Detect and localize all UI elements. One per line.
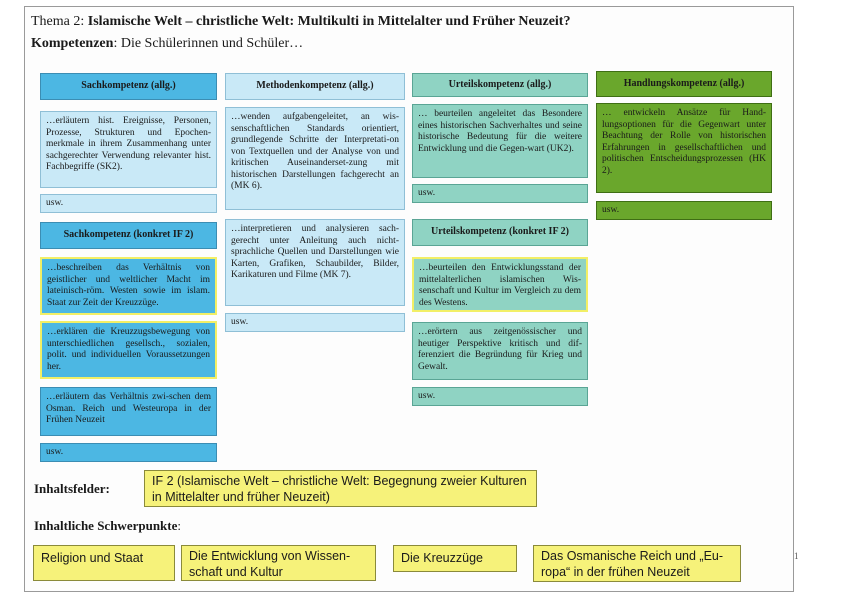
schwerpunkte-colon: : (177, 518, 182, 533)
sachkompetenz-allg-header: Sachkompetenz (allg.) (40, 73, 217, 100)
kompetenzen-label: Kompetenzen (31, 36, 114, 51)
methodenkompetenz-text-1: …wenden aufgabengeleitet, an wis-senscha… (225, 107, 405, 210)
sachkompetenz-konkret-item-2: …erklären die Kreuzzugsbewegung von unte… (40, 321, 217, 379)
urteilskompetenz-konkret-item-2: …erörtern aus zeitgenössischer und heuti… (412, 322, 588, 380)
inhaltsfeld-if2: IF 2 (Islamische Welt – christliche Welt… (144, 470, 537, 507)
inhaltsfelder-label: Inhaltsfelder: (34, 481, 110, 496)
urteilskompetenz-konkret-item-1: …beurteilen den Entwicklungsstand der mi… (412, 257, 588, 312)
schwerpunkte-label-text: Inhaltliche Schwerpunkte (34, 518, 178, 533)
handlungskompetenz-header: Handlungskompetenz (allg.) (596, 71, 772, 97)
kompetenzen-text: : Die Schülerinnen und Schüler… (113, 36, 304, 51)
schwerpunkt-3: Die Kreuzzüge (393, 545, 517, 572)
sachkompetenz-konkret-item-3: …erläutern das Verhältnis zwi-schen dem … (40, 387, 217, 436)
urteilskompetenz-allg-usw: usw. (412, 184, 588, 203)
schwerpunkt-4: Das Osmanische Reich und „Eu-ropa“ in de… (533, 545, 741, 582)
urteilskompetenz-konkret-header: Urteilskompetenz (konkret IF 2) (412, 219, 588, 246)
handlungskompetenz-usw: usw. (596, 201, 772, 220)
schwerpunkte-label: Inhaltliche Schwerpunkte: (34, 518, 181, 534)
sachkompetenz-konkret-item-1: …beschreiben das Verhältnis von geistlic… (40, 257, 217, 315)
methodenkompetenz-text-2: …interpretieren und analysieren sach-ger… (225, 219, 405, 306)
thema-title: Islamische Welt – christliche Welt: Mult… (87, 14, 571, 29)
sachkompetenz-allg-text: …erläutern hist. Ereignisse, Personen, P… (40, 111, 217, 188)
schwerpunkt-1: Religion und Staat (33, 545, 175, 581)
page-title: Thema 2: Islamische Welt – christliche W… (31, 14, 570, 30)
methodenkompetenz-usw: usw. (225, 313, 405, 332)
thema-prefix: Thema 2: (31, 14, 88, 29)
page-number: 1 (794, 551, 799, 561)
schwerpunkt-2: Die Entwicklung von Wissen-schaft und Ku… (181, 545, 376, 581)
urteilskompetenz-konkret-usw: usw. (412, 387, 588, 406)
urteilskompetenz-allg-header: Urteilskompetenz (allg.) (412, 73, 588, 97)
sachkompetenz-konkret-usw: usw. (40, 443, 217, 462)
urteilskompetenz-allg-text: … beurteilen angeleitet das Besondere ei… (412, 104, 588, 178)
sachkompetenz-allg-usw: usw. (40, 194, 217, 213)
handlungskompetenz-text: … entwickeln Ansätze für Hand-lungsoptio… (596, 103, 772, 193)
methodenkompetenz-header: Methodenkompetenz (allg.) (225, 73, 405, 100)
sachkompetenz-konkret-header: Sachkompetenz (konkret IF 2) (40, 222, 217, 249)
kompetenzen-line: Kompetenzen: Die Schülerinnen und Schüle… (31, 36, 303, 52)
